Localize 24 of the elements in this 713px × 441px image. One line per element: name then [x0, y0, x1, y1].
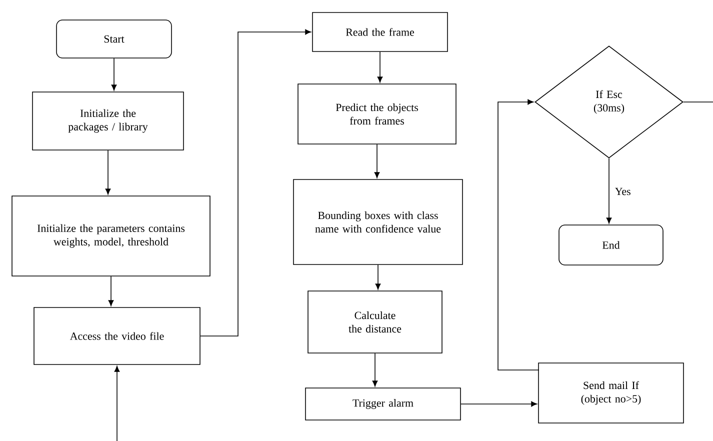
- arrow: [111, 58, 117, 91]
- process-box: Send mail If (object no>5): [538, 362, 684, 424]
- arrow: [606, 158, 612, 224]
- arrow: [114, 366, 120, 441]
- process-box: Calculate the distance: [308, 290, 442, 354]
- terminal-box: Start: [56, 20, 172, 58]
- arrow: [108, 276, 114, 306]
- process-box: Predict the objects from frames: [298, 84, 456, 144]
- arrow: [375, 264, 381, 290]
- arrow: [377, 52, 383, 83]
- arrow: [374, 144, 380, 178]
- process-box: Read the frame: [312, 12, 448, 52]
- process-box: Initialize the packages / library: [32, 92, 184, 150]
- process-box: Trigger alarm: [305, 388, 461, 420]
- terminal-box: End: [558, 224, 664, 266]
- arrow: [105, 150, 111, 195]
- arrow: [498, 99, 540, 370]
- arrow: [372, 353, 378, 387]
- edge-label: Yes: [613, 186, 632, 197]
- arrow: [460, 401, 538, 407]
- process-box: Access the video file: [34, 307, 200, 365]
- process-box: Initialize the parameters contains weights, model, threshold: [12, 196, 210, 276]
- process-box: Bounding boxes with class name with confidence value: [293, 179, 463, 265]
- arrow: [200, 29, 312, 336]
